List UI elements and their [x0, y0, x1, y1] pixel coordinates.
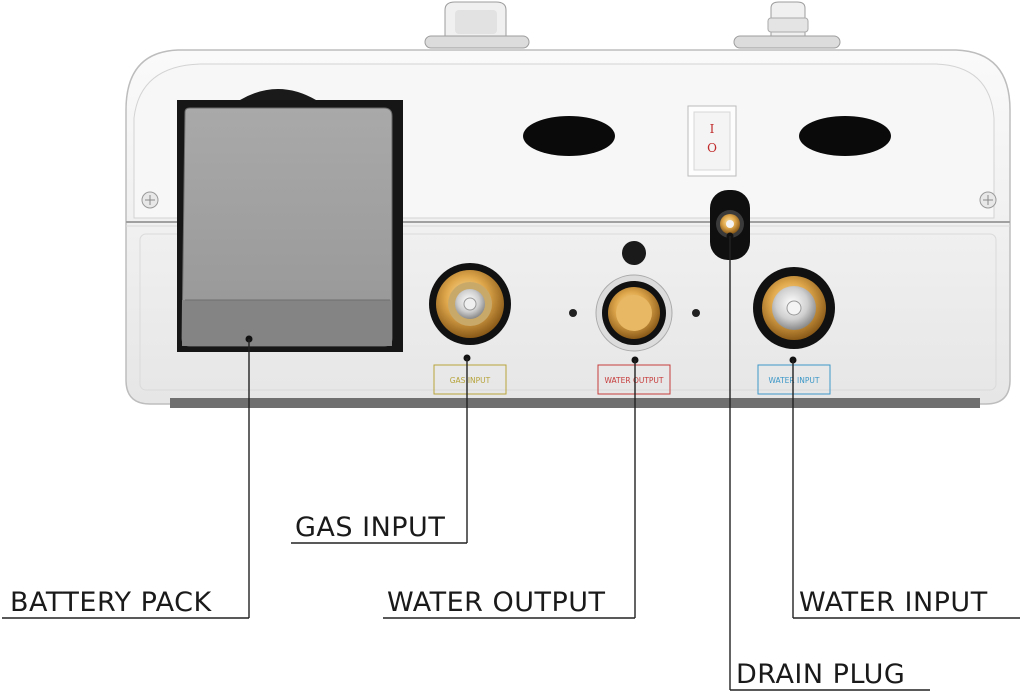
switch-on-label: I: [710, 122, 715, 136]
callout-water-output-label: WATER OUTPUT: [387, 587, 606, 618]
leader-water-input: [789, 356, 797, 618]
top-knob-right: [733, 1, 841, 49]
water-output-fitting: [595, 274, 673, 352]
svg-text:GAS INPUT: GAS INPUT: [450, 376, 491, 385]
switch-off-label: O: [707, 141, 717, 155]
pin-hole-right: [692, 309, 700, 317]
callout-water-input: WATER INPUT: [793, 587, 1020, 619]
callout-water-output: WATER OUTPUT: [383, 587, 635, 619]
callout-drain-plug-label: DRAIN PLUG: [736, 659, 905, 690]
leader-water-output: [631, 356, 639, 618]
top-knob-left: [424, 1, 530, 49]
vent-slot-right: [799, 116, 891, 156]
callout-battery-pack: BATTERY PACK: [2, 587, 249, 619]
svg-text:WATER OUTPUT: WATER OUTPUT: [604, 376, 663, 385]
drain-plug: [710, 190, 750, 260]
svg-text:WATER INPUT: WATER INPUT: [769, 376, 820, 385]
gas-input-fitting: [429, 263, 511, 345]
screw-right: [979, 191, 997, 209]
vent-slot-left: [523, 116, 615, 156]
callout-drain-plug: DRAIN PLUG: [730, 659, 930, 691]
callout-water-input-label: WATER INPUT: [799, 587, 988, 618]
water-input-port-label: WATER INPUT: [757, 364, 831, 395]
callout-gas-input: GAS INPUT: [291, 512, 467, 544]
screw-left: [141, 191, 159, 209]
water-output-port-label: WATER OUTPUT: [597, 364, 671, 395]
power-switch: I O: [687, 105, 737, 177]
leader-drain-plug: [726, 232, 734, 690]
battery-compartment: [177, 89, 403, 352]
callout-gas-input-label: GAS INPUT: [295, 512, 445, 543]
leader-gas-input: [463, 354, 471, 543]
mount-hole: [622, 241, 646, 265]
water-input-fitting: [753, 267, 835, 349]
gas-input-port-label: GAS INPUT: [433, 364, 507, 395]
leader-battery-pack: [245, 335, 253, 618]
callout-battery-pack-label: BATTERY PACK: [10, 587, 212, 618]
pin-hole-left: [569, 309, 577, 317]
